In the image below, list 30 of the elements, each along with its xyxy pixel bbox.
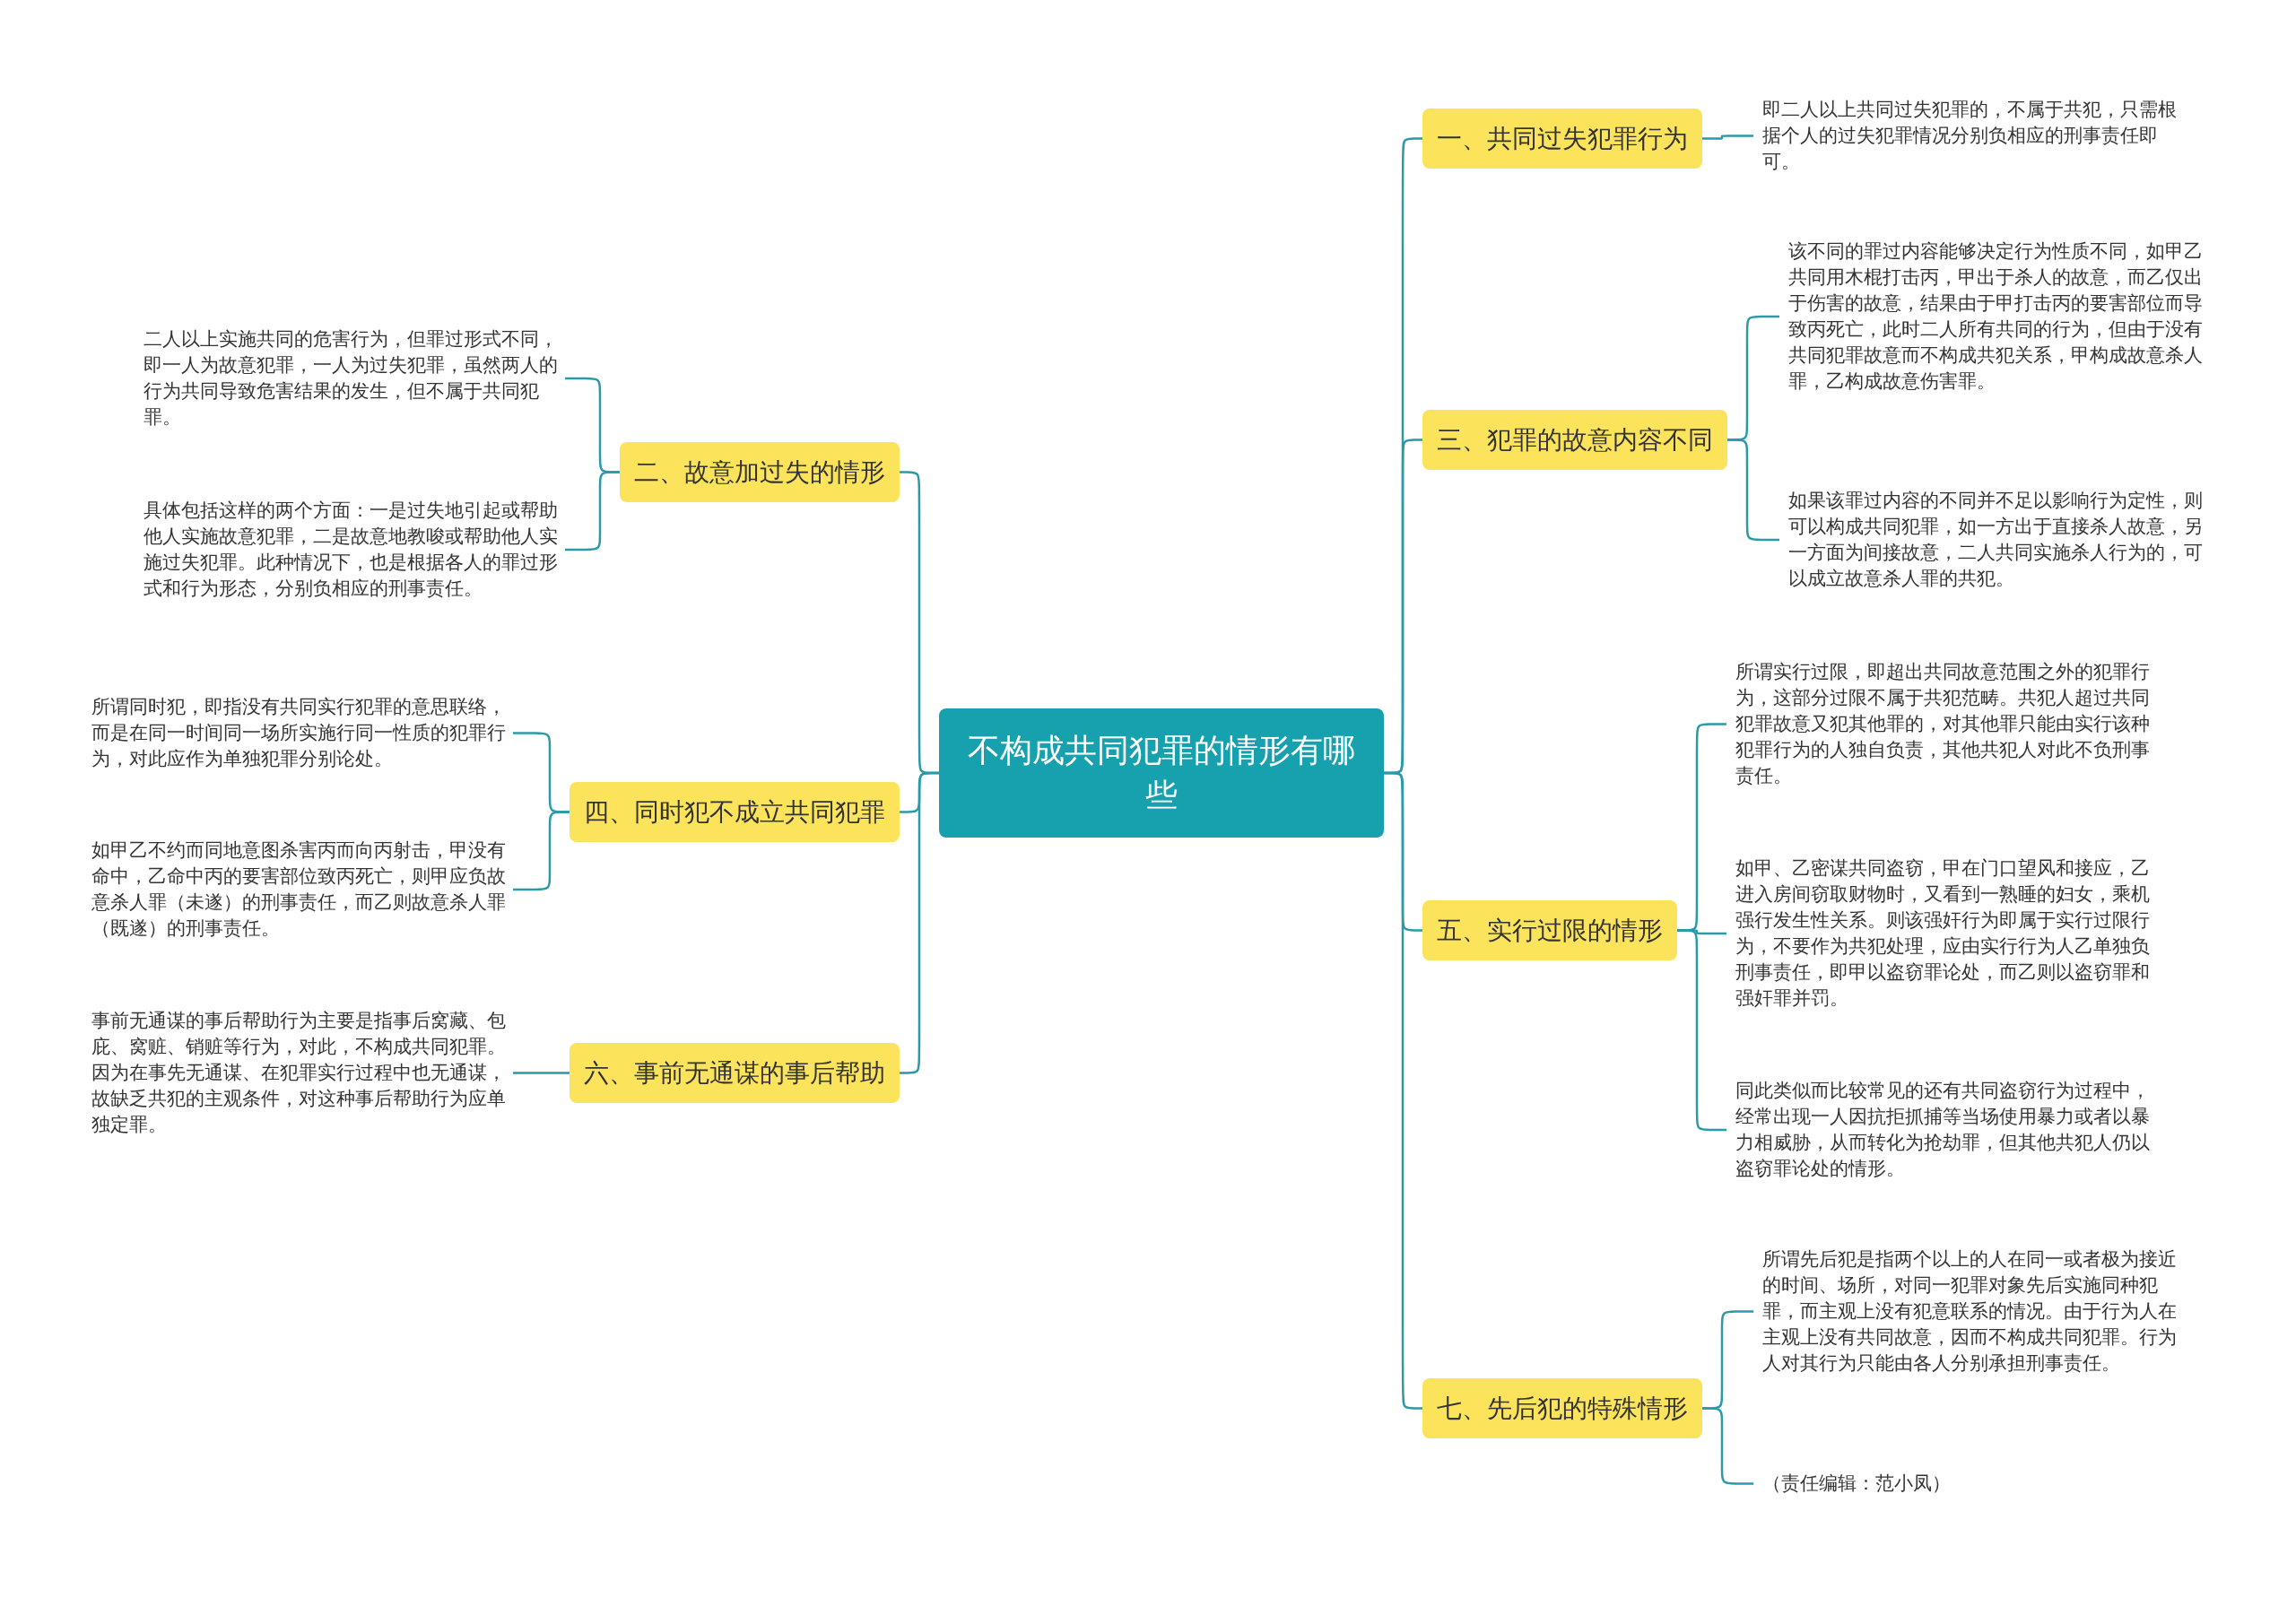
detail-text: 如甲、乙密谋共同盗窃，甲在门口望风和接应，乙进入房间窃取财物时，又看到一熟睡的妇女，乘机强行发生性关系。则该强奸行为即属于实行过限行为，不要作为共犯处理，应由实行行为人乙单独负刑事责任，即甲以盗窃罪论处，而乙则以盗窃罪和强奸罪并罚。 [1735,857,2150,1009]
connector-line [563,471,622,551]
connector-line [898,771,941,1074]
branch-topic: 一、共同过失犯罪行为 [1422,109,1702,169]
detail-text: （责任编辑：范小凤） [1762,1472,1951,1494]
branch-topic: 三、犯罪的故意内容不同 [1422,410,1727,470]
branch-topic: 四、同时犯不成立共同犯罪 [570,782,900,842]
detail-text: 如甲乙不约而同地意图杀害丙而向丙射击，甲没有命中，乙命中丙的要害部位致丙死亡，则甲应负故意杀人罪（未遂）的刑事责任，而乙则故意杀人罪（既遂）的刑事责任。 [91,839,506,939]
branch-topic: 七、先后犯的特殊情形 [1422,1378,1702,1438]
connector-line [513,1072,570,1074]
connector-line [1382,771,1424,1410]
detail-text: 所谓实行过限，即超出共同故意范围之外的犯罪行为，这部分过限不属于共犯范畴。共犯人超过共同犯罪故意又犯其他罪的，对其他罪只能由实行该种犯罪行为的人独自负责，其他共犯人对此不负刑事责任。 [1735,661,2150,786]
detail-text: 所谓同时犯，即指没有共同实行犯罪的意思联络，而是在同一时间同一场所实施行同一性质的犯罪行为，对此应作为单独犯罪分别论处。 [91,696,506,769]
detail-text: 该不同的罪过内容能够决定行为性质不同，如甲乙共同用木棍打击丙，甲出于杀人的故意，而乙仅出于伤害的故意，结果由于甲打击丙的要害部位而导致丙死亡，此时二人所有共同的行为，但由于没有共同犯罪故意而不构成共犯关系，甲构成故意杀人罪，乙构成故意伤害罪。 [1788,240,2203,392]
detail-text: 同此类似而比较常见的还有共同盗窃行为过程中，经常出现一人因抗拒抓捕等当场使用暴力或者以暴力相威胁，从而转化为抢劫罪，但其他共犯人仍以盗窃罪论处的情形。 [1735,1080,2150,1179]
detail-text: 所谓先后犯是指两个以上的人在同一或者极为接近的时间、场所，对同一犯罪对象先后实施同种犯罪，而主观上没有犯意联系的情况。由于行为人在主观上没有共同故意，因而不构成共同犯罪。行为人对其行为只能由各人分别承担刑事责任。 [1762,1248,2177,1374]
branch-topic: 六、事前无通谋的事后帮助 [570,1043,900,1103]
central-topic: 不构成共同犯罪的情形有哪些 [939,708,1384,838]
connector-line [1726,439,1781,542]
branch-topic: 五、实行过限的情形 [1422,900,1677,960]
detail-text: 事前无通谋的事后帮助行为主要是指事后窝藏、包庇、窝赃、销赃等行为，对此，不构成共同犯罪。因为在事先无通谋、在犯罪实行过程中也无通谋，故缺乏共犯的主观条件，对这种事后帮助行为应单独定罪。 [91,1010,506,1135]
connector-line [1700,1407,1755,1485]
connector-line [511,811,571,891]
detail-text: 具体包括这样的两个方面：一是过失地引起或帮助他人实施故意犯罪，二是故意地教唆或帮助他人实施过失犯罪。此种情况下，也是根据各人的罪过形式和行为形态，分别负相应的刑事责任。 [144,499,558,599]
branch-topic: 二、故意加过失的情形 [620,442,900,502]
detail-text: 二人以上实施共同的危害行为，但罪过形式不同，即一人为故意犯罪，一人为过失犯罪，虽然两人的行为共同导致危害结果的发生，但不属于共同犯罪。 [144,328,558,428]
connector-line [1700,135,1755,140]
connector-line [1675,929,1728,1132]
detail-text: 如果该罪过内容的不同并不足以影响行为定性，则可以构成共同犯罪，如一方出于直接杀人故意，另一方面为间接故意，二人共同实施杀人行为的，可以成立故意杀人罪的共犯。 [1788,490,2203,589]
detail-text: 即二人以上共同过失犯罪的，不属于共犯，只需根据个人的过失犯罪情况分别负相应的刑事责任即可。 [1762,99,2177,172]
